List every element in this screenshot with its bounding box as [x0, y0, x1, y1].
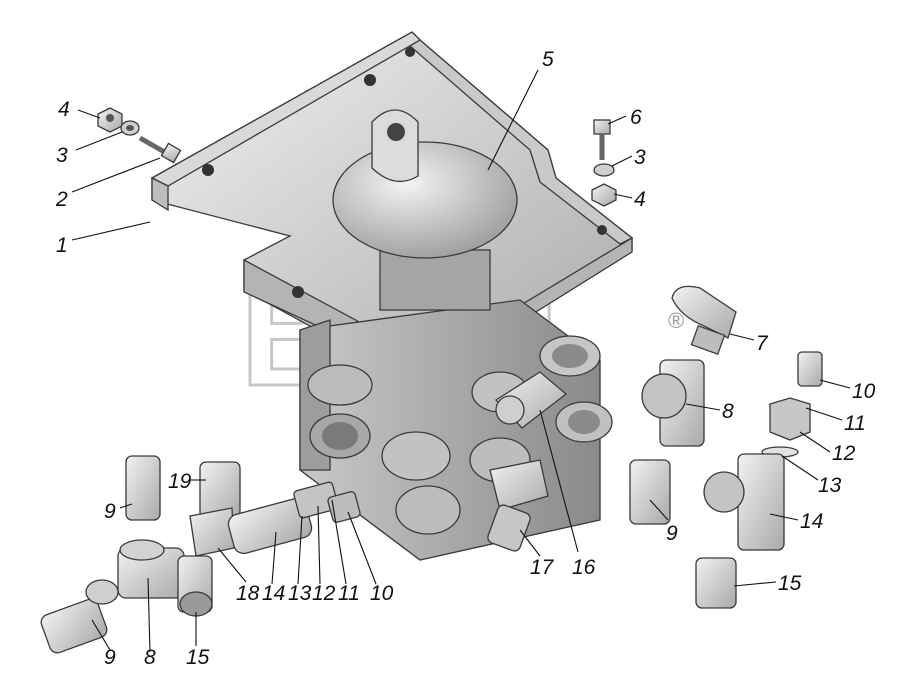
label-14-right: 14	[800, 510, 823, 533]
label-5: 5	[542, 48, 554, 71]
label-4-right: 4	[634, 188, 646, 211]
label-15-right: 15	[778, 572, 802, 595]
label-11-bottom: 11	[338, 582, 360, 605]
label-17: 17	[530, 556, 555, 579]
nut-right	[591, 183, 617, 207]
label-12-bottom: 12	[312, 582, 336, 605]
right-fitting-group	[629, 285, 737, 525]
label-7: 7	[756, 332, 769, 355]
watermark-registered-mark: ®	[668, 308, 684, 333]
label-10-bottom: 10	[370, 582, 394, 605]
label-1: 1	[56, 234, 68, 257]
label-9-left: 9	[104, 500, 116, 523]
label-19: 19	[168, 470, 192, 493]
label-8-right: 8	[722, 400, 734, 423]
center-fittings	[487, 371, 568, 552]
label-13-bottom: 13	[288, 582, 312, 605]
label-3-left: 3	[56, 144, 68, 167]
fitting-9-right	[629, 459, 671, 525]
label-10-right: 10	[852, 380, 876, 403]
dome-chamber	[332, 109, 518, 311]
right-fasteners	[591, 119, 617, 207]
label-2: 2	[55, 188, 68, 211]
valve-body	[299, 299, 613, 561]
label-6: 6	[630, 106, 642, 129]
label-3-right: 3	[634, 146, 646, 169]
label-16: 16	[572, 556, 596, 579]
lower-left-fittings	[40, 455, 361, 654]
label-8-bottom: 8	[144, 646, 156, 669]
label-14-bottom: 14	[262, 582, 285, 605]
label-13-right: 13	[818, 474, 842, 497]
label-18: 18	[236, 582, 260, 605]
bolt-right	[593, 119, 611, 135]
label-4-left: 4	[58, 98, 70, 121]
left-fasteners	[97, 107, 182, 164]
bolt-left	[160, 142, 182, 164]
label-9-mid: 9	[666, 522, 678, 545]
label-11-right: 11	[844, 412, 866, 435]
label-12-right: 12	[832, 442, 856, 465]
label-15-bottom: 15	[186, 646, 210, 669]
washer-right	[593, 163, 615, 177]
far-right-fitting-stack	[695, 351, 823, 609]
callout-labels: 4 3 2 1 5 6 3 4 7 8 10 11 12 13 14 15 9 …	[55, 48, 876, 669]
leader-lines	[71, 69, 851, 653]
label-9-bottom: 9	[104, 646, 116, 669]
